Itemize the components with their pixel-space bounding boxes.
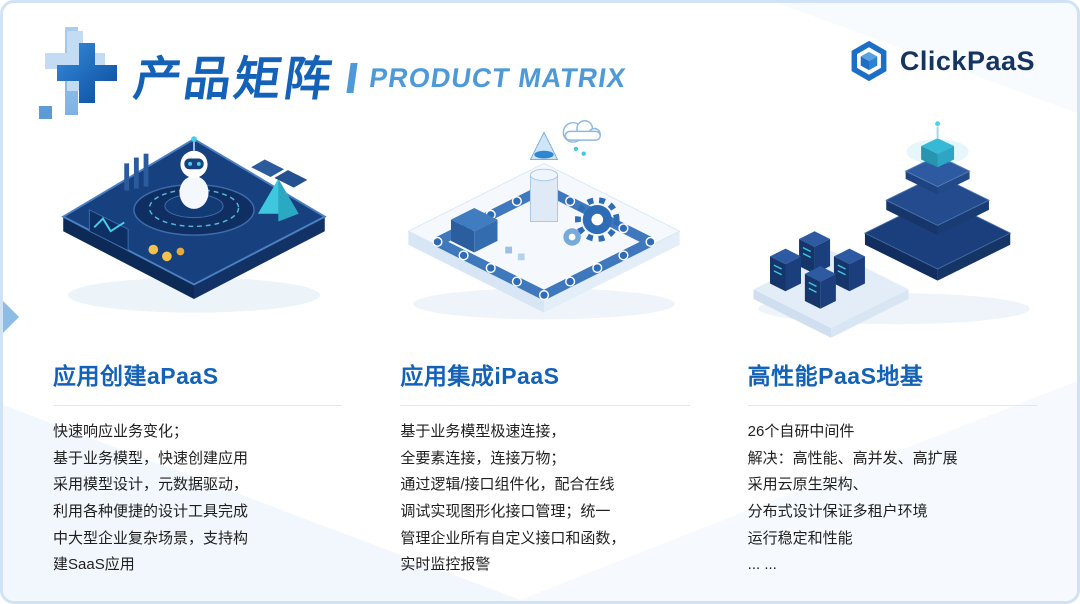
page-title-en: PRODUCT MATRIX bbox=[367, 62, 629, 93]
server-foundation-icon bbox=[753, 120, 1030, 338]
column-body: 快速响应业务变化； 基于业务模型，快速创建应用 采用模型设计，元数据驱动， 利用… bbox=[53, 423, 249, 574]
column-paas-foundation: 高性能PaaS地基 26个自研中间件 解决：高性能、高并发、高扩展 采用云原生架… bbox=[747, 357, 1037, 579]
hexagon-cube-logo-icon bbox=[851, 40, 887, 82]
content-columns: 应用创建aPaaS 快速响应业务变化； 基于业务模型，快速创建应用 采用模型设计… bbox=[53, 357, 1037, 579]
brand-logo: ClickPaaS bbox=[847, 39, 1035, 83]
dark-plus-icon bbox=[57, 43, 117, 103]
column-divider bbox=[400, 405, 690, 406]
apaas-illustration bbox=[39, 95, 349, 347]
column-body: 基于业务模型极速连接， 全要素连接，连接万物； 通过逻辑/接口组件化，配合在线 … bbox=[400, 423, 626, 574]
column-body: 26个自研中间件 解决：高性能、高并发、高扩展 采用云原生架构、 分布式设计保证… bbox=[747, 423, 958, 574]
column-divider bbox=[53, 405, 343, 406]
title-separator bbox=[346, 62, 358, 92]
column-apaas: 应用创建aPaaS 快速响应业务变化； 基于业务模型，快速创建应用 采用模型设计… bbox=[53, 357, 343, 579]
column-divider bbox=[747, 405, 1037, 406]
plus-decoration-icon bbox=[37, 27, 119, 121]
column-title: 应用集成iPaaS bbox=[400, 363, 560, 389]
column-title: 高性能PaaS地基 bbox=[747, 363, 924, 389]
illustrations-row bbox=[39, 95, 1041, 347]
paas-foundation-illustration bbox=[739, 95, 1049, 347]
ipaas-illustration bbox=[389, 95, 699, 347]
robot-dashboard-icon bbox=[61, 135, 327, 313]
left-edge-triangle bbox=[3, 301, 19, 333]
column-title: 应用创建aPaaS bbox=[53, 363, 219, 389]
brand-name: ClickPaaS bbox=[899, 45, 1035, 76]
column-ipaas: 应用集成iPaaS 基于业务模型极速连接， 全要素连接，连接万物； 通过逻辑/接… bbox=[400, 357, 690, 579]
integration-platform-icon bbox=[407, 119, 681, 319]
header: 产品矩阵 PRODUCT MATRIX bbox=[37, 27, 629, 121]
deco-square bbox=[39, 106, 52, 119]
